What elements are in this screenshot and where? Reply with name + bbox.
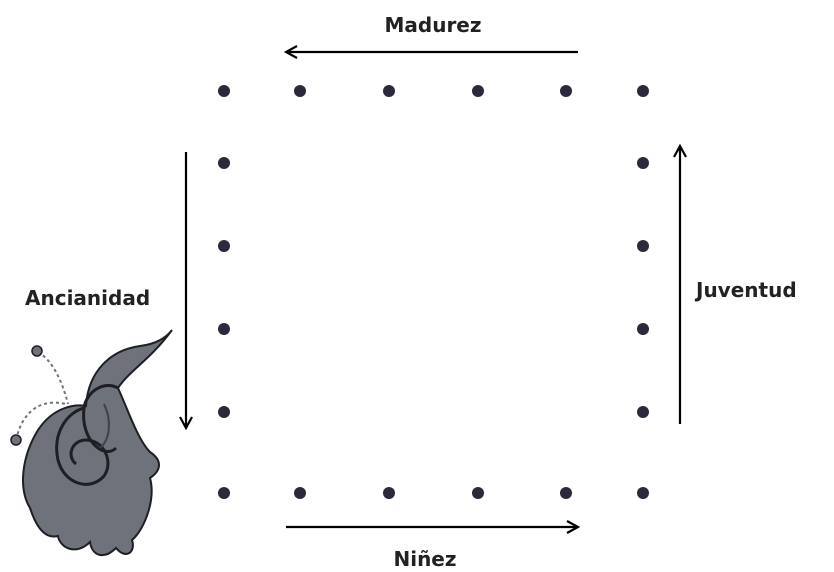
dot (637, 323, 649, 335)
dot (560, 85, 572, 97)
dot (383, 487, 395, 499)
label-madurez: Madurez (384, 13, 481, 37)
spiral-creature-icon (10, 329, 173, 557)
dot (637, 157, 649, 169)
dot (218, 406, 230, 418)
label-juventud: Juventud (694, 278, 797, 302)
dot (218, 487, 230, 499)
dot (472, 85, 484, 97)
dot (637, 406, 649, 418)
dot-grid (218, 85, 649, 499)
label-ninez: Niñez (393, 547, 456, 571)
dot (294, 487, 306, 499)
dot (218, 240, 230, 252)
dot (294, 85, 306, 97)
dot (218, 323, 230, 335)
dot (472, 487, 484, 499)
dot (637, 85, 649, 97)
dot (637, 240, 649, 252)
label-ancianidad: Ancianidad (25, 286, 150, 310)
dot (383, 85, 395, 97)
dot (560, 487, 572, 499)
dot (637, 487, 649, 499)
dot (218, 85, 230, 97)
dot (218, 157, 230, 169)
